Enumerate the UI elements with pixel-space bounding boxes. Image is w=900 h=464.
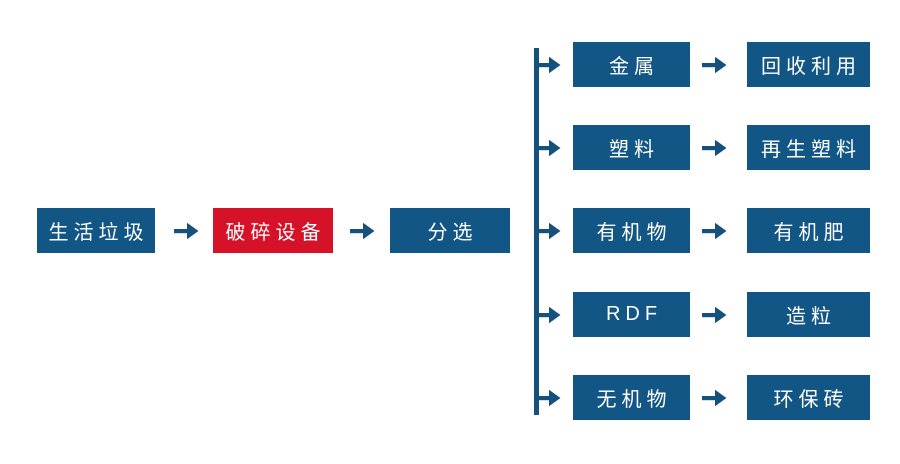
- main-flow-row: 生活垃圾 破碎设备 分选: [37, 208, 510, 253]
- right-arrow-icon: [702, 56, 727, 73]
- node-label: 塑料: [609, 139, 659, 161]
- node-label: 有机肥: [773, 222, 849, 244]
- flow-node-household-waste: 生活垃圾: [37, 208, 155, 253]
- branch-row-inorganic: 无机物 环保砖: [536, 375, 870, 420]
- flow-node-crushing-equipment: 破碎设备: [213, 208, 333, 253]
- flow-node-inorganic-matter: 无机物: [573, 375, 690, 420]
- right-arrow-icon: [536, 306, 561, 323]
- right-arrow-icon: [350, 222, 375, 239]
- branch-row-rdf: RDF 造粒: [536, 292, 870, 337]
- branch-row-metal: 金属 回收利用: [536, 42, 870, 87]
- flow-node-sorting: 分选: [390, 208, 510, 253]
- node-label: RDF: [605, 303, 663, 325]
- node-label: 无机物: [596, 389, 672, 411]
- node-label: 生活垃圾: [48, 222, 149, 244]
- flow-node-organic-matter: 有机物: [573, 208, 690, 253]
- right-arrow-icon: [536, 389, 561, 406]
- node-label: 环保砖: [773, 389, 849, 411]
- flow-node-recycling: 回收利用: [747, 42, 870, 87]
- branch-row-plastic: 塑料 再生塑料: [536, 125, 870, 170]
- node-label: 破碎设备: [225, 222, 326, 244]
- right-arrow-icon: [536, 139, 561, 156]
- flow-node-granulation: 造粒: [747, 292, 870, 337]
- flow-node-plastic: 塑料: [573, 125, 690, 170]
- node-label: 金属: [609, 56, 659, 78]
- right-arrow-icon: [702, 389, 727, 406]
- flow-node-recycled-plastic: 再生塑料: [747, 125, 870, 170]
- right-arrow-icon: [702, 306, 727, 323]
- node-label: 造粒: [786, 306, 836, 328]
- flow-node-rdf: RDF: [573, 292, 690, 337]
- right-arrow-icon: [174, 222, 199, 239]
- right-arrow-icon: [702, 139, 727, 156]
- node-label: 分选: [427, 222, 478, 244]
- flow-node-metal: 金属: [573, 42, 690, 87]
- flow-node-organic-fertilizer: 有机肥: [747, 208, 870, 253]
- node-label: 有机物: [596, 222, 672, 244]
- flow-node-eco-brick: 环保砖: [747, 375, 870, 420]
- right-arrow-icon: [536, 222, 561, 239]
- node-label: 回收利用: [761, 56, 861, 78]
- right-arrow-icon: [702, 222, 727, 239]
- node-label: 再生塑料: [761, 139, 861, 161]
- branch-row-organic: 有机物 有机肥: [536, 208, 870, 253]
- right-arrow-icon: [536, 56, 561, 73]
